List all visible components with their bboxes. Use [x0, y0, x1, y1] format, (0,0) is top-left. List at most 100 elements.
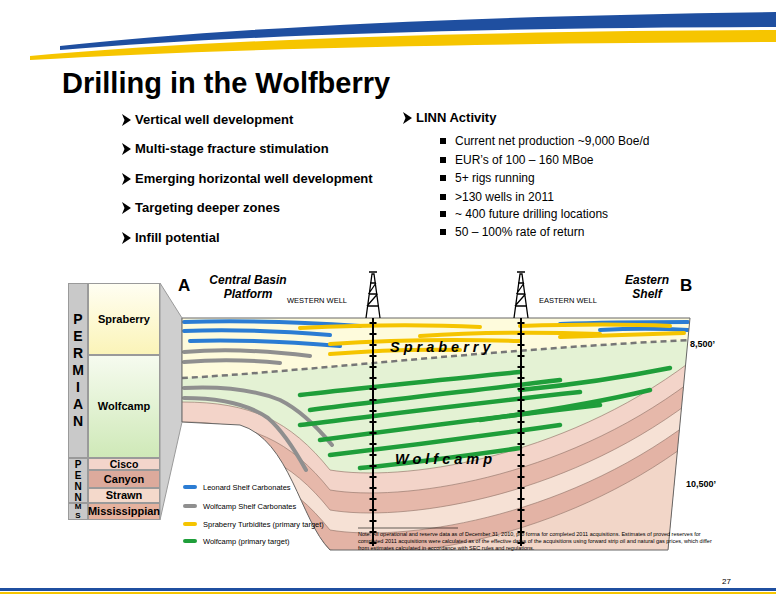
wolfcamp-target-lens	[300, 392, 580, 425]
wolfcamp-target-lens	[480, 390, 650, 420]
formation-box: Cisco	[88, 458, 160, 470]
footnote: Note: All operational and reserve data a…	[358, 531, 724, 552]
leonard-carbonate-lens	[184, 330, 330, 335]
header-stripe	[30, 12, 776, 60]
formation-name: Cisco	[110, 458, 139, 471]
legend-text: Spraberry Turbidites (primary target)	[203, 520, 324, 529]
leonard-carbonate-lens	[190, 340, 340, 346]
drilling-rig	[514, 272, 528, 318]
wolfcamp-target-lens	[330, 425, 560, 455]
section-outline	[182, 318, 690, 550]
period-band: PENN	[68, 458, 88, 503]
column-connector	[160, 283, 182, 520]
region-name: Central Basin Platform	[202, 273, 294, 301]
wolfcamp-top-dashed	[182, 340, 690, 378]
well-bore	[372, 318, 374, 546]
bullet-arrow	[122, 202, 131, 214]
activity-item: Current net production ~9,000 Boe/d	[455, 134, 649, 149]
legend-row: Spraberry Turbidites (primary target)	[183, 519, 324, 529]
period-name: PERMIAN	[72, 311, 84, 430]
bullet-square	[440, 194, 446, 200]
legend-text: Wolfcamp (primary target)	[203, 537, 290, 546]
cross-section	[160, 442, 720, 600]
cross-section	[160, 362, 720, 600]
bullet-text: Vertical well development	[135, 112, 293, 128]
bullet-text: Multi-stage fracture stimulation	[135, 141, 329, 157]
depth-label: 8,500’	[690, 339, 715, 350]
legend-swatch	[183, 485, 197, 489]
leonard-carbonate-lens	[600, 329, 688, 330]
well-bore	[518, 322, 525, 546]
well-name: WESTERN WELL	[287, 296, 347, 305]
legend-swatch	[183, 504, 197, 508]
bullet-text: Targeting deeper zones	[135, 200, 280, 216]
well-bore	[370, 322, 377, 546]
activity-item: >130 wells in 2011	[455, 190, 554, 205]
activity-item: EUR’s of 100 – 160 MBoe	[455, 153, 594, 168]
section-end-letter: B	[680, 276, 692, 295]
region-name: Eastern Shelf	[616, 273, 678, 301]
wolfcamp-carbonate-lens	[184, 350, 310, 356]
formation-label: Spraberry	[390, 339, 495, 356]
formation-name: Wolfcamp	[98, 400, 150, 413]
well-bore	[373, 318, 521, 546]
formation-box: Strawn	[88, 488, 160, 503]
legend-text: Leonard Shelf Carbonates	[203, 483, 291, 492]
note-rule	[358, 528, 458, 529]
wolfcamp-carbonate-lens	[184, 360, 280, 363]
section-heading: LINN Activity	[416, 110, 496, 126]
legend-row: Wolfcamp (primary target)	[183, 536, 290, 546]
header-stripe	[60, 12, 776, 50]
formation-box: Wolfcamp	[88, 355, 160, 458]
legend-row: Wolfcamp Shelf Carbonates	[183, 501, 296, 511]
activity-item: ~ 400 future drilling locations	[455, 207, 608, 222]
period-band: PERMIAN	[68, 283, 88, 458]
footer-stripe	[0, 588, 776, 591]
spraberry-turbidite-lens	[560, 333, 684, 337]
formation-name: Spraberry	[98, 313, 150, 326]
bullet-square	[440, 175, 446, 181]
drilling-rig	[366, 272, 528, 318]
page-number: 27	[722, 577, 731, 587]
formation-box: Canyon	[88, 470, 160, 488]
bullet-square	[440, 157, 446, 163]
bullet-arrow	[122, 114, 131, 126]
bullet-square	[440, 138, 446, 144]
period-name: MS	[75, 503, 82, 520]
bullet-arrow	[122, 232, 131, 244]
wolfcamp-target-lens	[520, 368, 670, 390]
bullet-arrow	[122, 173, 131, 185]
bullet-text: Infill potential	[135, 230, 220, 246]
legend-row: Leonard Shelf Carbonates	[183, 482, 291, 492]
period-name: PENN	[74, 459, 82, 503]
formation-name: Canyon	[104, 473, 144, 486]
wolfcamp-carbonate-lens	[184, 398, 306, 470]
drilling-rig	[366, 272, 380, 318]
depth-label: 10,500’	[686, 479, 716, 490]
wolfcamp-target-lens	[300, 368, 670, 468]
bullet-square	[440, 229, 446, 235]
spraberry-turbidite-lens	[520, 325, 670, 327]
legend-text: Wolfcamp Shelf Carbonates	[203, 502, 296, 511]
footer-stripe	[0, 592, 776, 594]
well-bore	[520, 318, 522, 546]
spraberry-turbidite-lens	[300, 325, 480, 328]
header-stripe	[30, 30, 776, 60]
activity-item: 50 – 100% rate of return	[455, 225, 584, 240]
bullet-square	[440, 211, 446, 217]
bullet-arrow	[122, 143, 131, 155]
footer-stripe	[0, 588, 776, 594]
formation-label: Wolfcamp	[395, 451, 496, 468]
legend-swatch	[183, 539, 197, 543]
legend-swatch	[183, 522, 197, 526]
bullet-text: Emerging horizontal well development	[135, 171, 373, 187]
formation-name: Mississippian	[88, 505, 160, 518]
bullet-arrow	[403, 112, 412, 124]
cross-section	[160, 300, 720, 600]
wolfcamp-target-lens	[310, 380, 560, 410]
period-band: MS	[68, 503, 88, 520]
well-name: EASTERN WELL	[539, 296, 597, 305]
formation-name: Strawn	[106, 489, 143, 502]
wolfcamp-target-lens	[300, 372, 520, 395]
